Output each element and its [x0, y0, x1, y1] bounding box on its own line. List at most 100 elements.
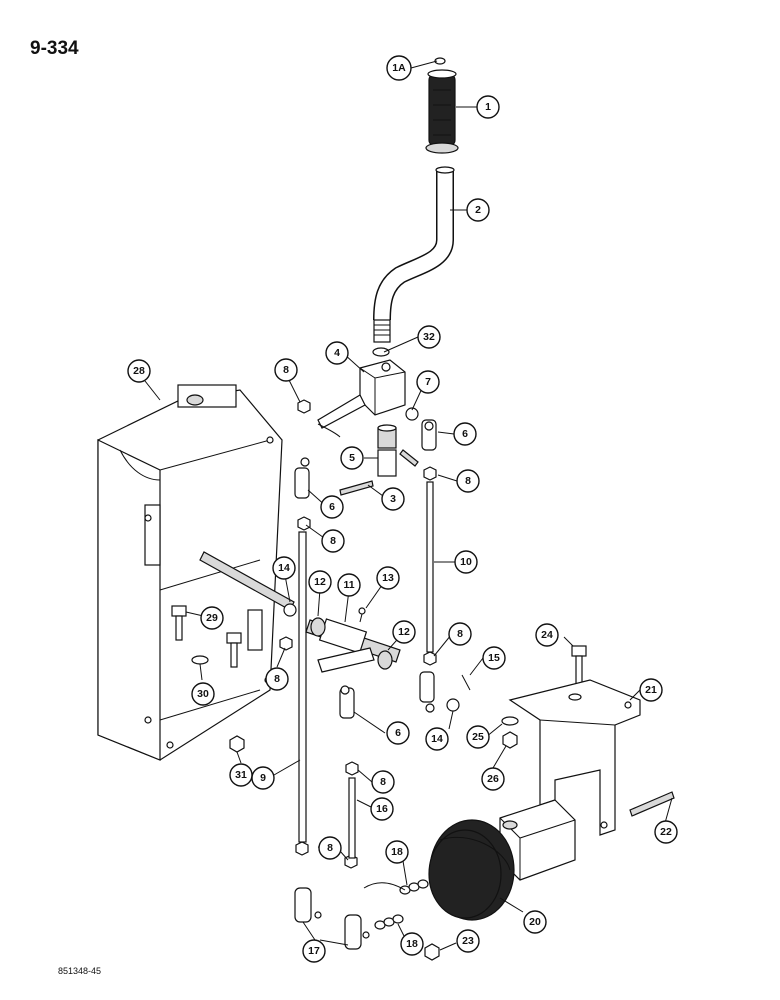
svg-text:8: 8: [380, 776, 386, 788]
callout-12: 12: [392, 620, 416, 644]
callout-18: 18: [385, 840, 409, 864]
callout-6: 6: [386, 721, 410, 745]
drawing-code: 851348-45: [58, 966, 102, 976]
svg-text:24: 24: [541, 629, 553, 641]
svg-text:8: 8: [457, 628, 463, 640]
callout-29: 29: [200, 606, 224, 630]
callout-12: 12: [308, 570, 332, 594]
svg-text:30: 30: [197, 688, 209, 700]
callout-17: 17: [302, 939, 326, 963]
hex-nut: [279, 466, 437, 869]
leader-lines: [144, 60, 673, 951]
svg-text:9: 9: [260, 772, 266, 784]
flat-washer: [283, 603, 297, 617]
callout-20: 20: [523, 910, 547, 934]
callout-13: 13: [376, 566, 400, 590]
spacer-washers: [374, 879, 440, 961]
svg-text:26: 26: [487, 773, 499, 785]
threaded-rod: [298, 481, 434, 859]
callout-31: 31: [229, 763, 253, 787]
callout-6: 6: [453, 422, 477, 446]
callout-18: 18: [400, 932, 424, 956]
callout-14: 14: [425, 727, 449, 751]
svg-text:1A: 1A: [392, 62, 406, 74]
svg-text:12: 12: [314, 576, 326, 588]
svg-text:6: 6: [462, 428, 468, 440]
svg-text:17: 17: [308, 945, 320, 957]
svg-text:14: 14: [278, 562, 290, 574]
callout-26: 26: [481, 767, 505, 791]
hex-nut: [297, 399, 311, 414]
svg-text:1: 1: [485, 101, 491, 113]
svg-text:18: 18: [391, 846, 403, 858]
callout-2: 2: [466, 198, 490, 222]
svg-text:14: 14: [431, 733, 443, 745]
callout-6: 6: [320, 495, 344, 519]
svg-text:4: 4: [334, 347, 340, 359]
callout-11: 11: [337, 573, 361, 597]
svg-text:29: 29: [206, 612, 218, 624]
callout-8: 8: [456, 469, 480, 493]
svg-text:2: 2: [475, 204, 481, 216]
svg-text:8: 8: [465, 475, 471, 487]
callout-16: 16: [370, 797, 394, 821]
spool-assembly: [339, 424, 419, 496]
washer: [372, 347, 390, 357]
svg-text:31: 31: [235, 769, 247, 781]
callout-8: 8: [318, 836, 342, 860]
svg-text:6: 6: [395, 727, 401, 739]
callout-23: 23: [456, 929, 480, 953]
pivot-pin: [199, 551, 295, 611]
cotter-pin: [461, 674, 471, 691]
page-number: 9-334: [30, 38, 79, 59]
lever-rod: [373, 166, 455, 343]
svg-text:12: 12: [398, 626, 410, 638]
svg-text:6: 6: [329, 501, 335, 513]
callout-1A: 1A: [386, 55, 412, 81]
callout-14: 14: [272, 556, 296, 580]
callout-8: 8: [448, 622, 472, 646]
rod-end: [294, 419, 437, 719]
callout-10: 10: [454, 550, 478, 574]
lock-washer: [405, 407, 419, 421]
svg-text:13: 13: [382, 572, 394, 584]
svg-text:22: 22: [660, 826, 672, 838]
svg-text:21: 21: [645, 684, 657, 696]
svg-text:28: 28: [133, 365, 145, 377]
callout-32: 32: [417, 325, 441, 349]
callout-28: 28: [127, 359, 151, 383]
callout-9: 9: [251, 766, 275, 790]
callout-1: 1: [476, 95, 500, 119]
svg-text:8: 8: [330, 535, 336, 547]
callout-7: 7: [416, 370, 440, 394]
svg-text:7: 7: [425, 376, 431, 388]
svg-text:10: 10: [460, 556, 472, 568]
lever-block: [317, 359, 406, 438]
svg-text:32: 32: [423, 331, 435, 343]
callout-8: 8: [321, 529, 345, 553]
callout-25: 25: [466, 725, 490, 749]
svg-text:5: 5: [349, 452, 355, 464]
svg-text:8: 8: [274, 673, 280, 685]
cap-screw: [629, 791, 675, 817]
callout-5: 5: [340, 446, 364, 470]
svg-text:8: 8: [327, 842, 333, 854]
svg-text:8: 8: [283, 364, 289, 376]
callout-3: 3: [381, 487, 405, 511]
svg-text:16: 16: [376, 803, 388, 815]
actuator-unit: [428, 799, 576, 921]
cap-screw: [171, 605, 245, 753]
flat-washer: [446, 698, 460, 712]
callout-4: 4: [325, 341, 349, 365]
svg-text:11: 11: [343, 579, 354, 591]
svg-text:23: 23: [462, 935, 474, 947]
svg-text:15: 15: [488, 652, 500, 664]
svg-text:25: 25: [472, 731, 484, 743]
callout-30: 30: [191, 682, 215, 706]
svg-text:18: 18: [406, 938, 418, 950]
callout-8: 8: [265, 667, 289, 691]
svg-text:3: 3: [390, 493, 396, 505]
handle-grip: [425, 57, 459, 154]
callout-22: 22: [654, 820, 678, 844]
housing-panel: [97, 384, 283, 761]
